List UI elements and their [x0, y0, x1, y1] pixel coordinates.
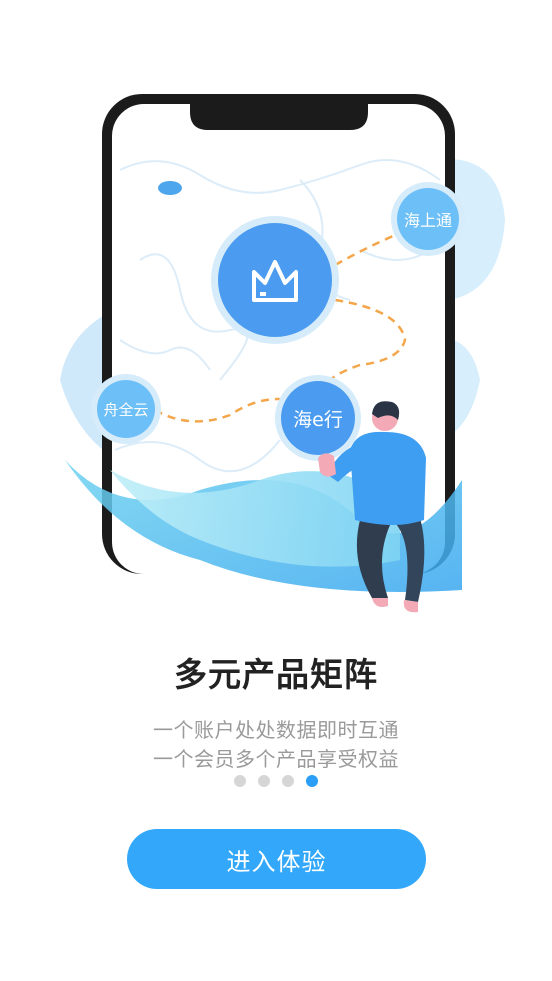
bubble-label-center: 海e行: [293, 409, 343, 431]
crown-bubble: [211, 216, 339, 344]
bubble-label-top-right: 海上通: [404, 211, 452, 230]
crown-icon: [252, 260, 298, 302]
bubble-haishangtong: 海上通: [391, 182, 465, 256]
lake-shape: [158, 181, 182, 195]
person-figure: [318, 401, 426, 613]
page-indicator: [0, 775, 552, 787]
bubble-label-left: 舟全云: [103, 401, 148, 419]
page-dot[interactable]: [258, 775, 270, 787]
bubble-haieheng: 海e行: [275, 375, 361, 461]
enter-button[interactable]: 进入体验: [127, 829, 426, 889]
bubble-zhouquanyun: 舟全云: [91, 374, 161, 444]
subtitle-line-1: 一个账户处处数据即时互通: [153, 718, 399, 742]
subtitle-line-2: 一个会员多个产品享受权益: [153, 747, 399, 771]
page-dot-active[interactable]: [306, 775, 318, 787]
page-dot[interactable]: [282, 775, 294, 787]
page-title: 多元产品矩阵: [174, 655, 378, 694]
page-dot[interactable]: [234, 775, 246, 787]
hero-illustration: 海上通 舟全云 海e行: [60, 94, 505, 613]
